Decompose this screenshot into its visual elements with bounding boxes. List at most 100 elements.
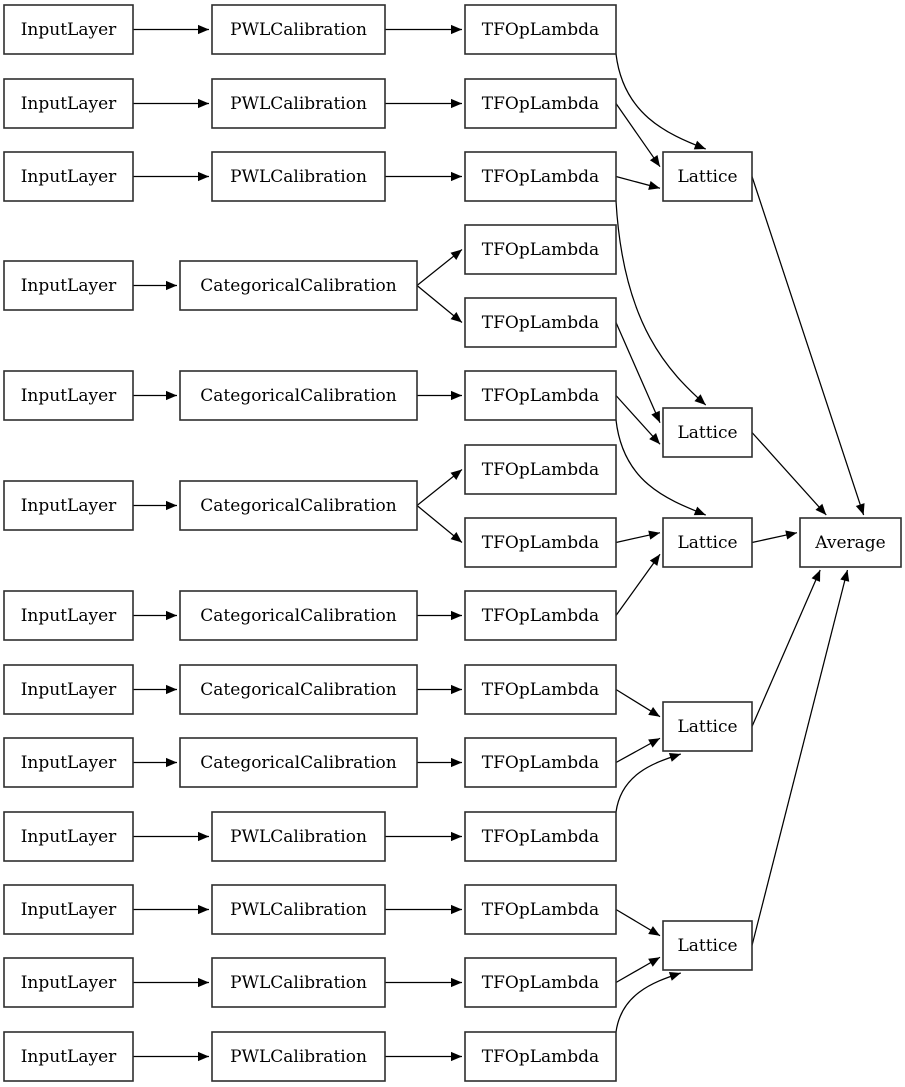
node-box[interactable] xyxy=(3,4,134,55)
graph-node-average[interactable]: Average xyxy=(799,517,902,568)
graph-node-pwlcalibration[interactable]: PWLCalibration xyxy=(211,4,386,55)
node-box[interactable] xyxy=(464,590,617,641)
graph-node-categoricalcalibration[interactable]: CategoricalCalibration xyxy=(179,737,418,788)
graph-node-inputlayer[interactable]: InputLayer xyxy=(3,737,134,788)
node-box[interactable] xyxy=(3,151,134,202)
graph-node-lattice[interactable]: Lattice xyxy=(662,407,753,458)
graph-node-tfoplambda[interactable]: TFOpLambda xyxy=(464,590,617,641)
node-box[interactable] xyxy=(3,1031,134,1082)
node-box[interactable] xyxy=(3,811,134,862)
graph-node-inputlayer[interactable]: InputLayer xyxy=(3,370,134,421)
graph-node-tfoplambda[interactable]: TFOpLambda xyxy=(464,811,617,862)
node-box[interactable] xyxy=(464,957,617,1008)
graph-node-tfoplambda[interactable]: TFOpLambda xyxy=(464,224,617,275)
graph-node-inputlayer[interactable]: InputLayer xyxy=(3,1031,134,1082)
node-box[interactable] xyxy=(464,151,617,202)
graph-node-categoricalcalibration[interactable]: CategoricalCalibration xyxy=(179,664,418,715)
graph-edge xyxy=(615,419,706,516)
graph-node-categoricalcalibration[interactable]: CategoricalCalibration xyxy=(179,260,418,311)
graph-node-inputlayer[interactable]: InputLayer xyxy=(3,260,134,311)
graph-node-pwlcalibration[interactable]: PWLCalibration xyxy=(211,1031,386,1082)
node-box[interactable] xyxy=(3,480,134,531)
graph-node-tfoplambda[interactable]: TFOpLambda xyxy=(464,737,617,788)
node-box[interactable] xyxy=(799,517,902,568)
graph-node-pwlcalibration[interactable]: PWLCalibration xyxy=(211,884,386,935)
graph-node-tfoplambda[interactable]: TFOpLambda xyxy=(464,297,617,348)
graph-node-lattice[interactable]: Lattice xyxy=(662,920,753,971)
graph-node-lattice[interactable]: Lattice xyxy=(662,151,753,202)
graph-node-categoricalcalibration[interactable]: CategoricalCalibration xyxy=(179,370,418,421)
graph-node-tfoplambda[interactable]: TFOpLambda xyxy=(464,957,617,1008)
node-box[interactable] xyxy=(464,737,617,788)
node-box[interactable] xyxy=(3,737,134,788)
graph-node-tfoplambda[interactable]: TFOpLambda xyxy=(464,664,617,715)
node-box[interactable] xyxy=(179,480,418,531)
graph-node-tfoplambda[interactable]: TFOpLambda xyxy=(464,78,617,129)
node-box[interactable] xyxy=(464,517,617,568)
node-box[interactable] xyxy=(3,370,134,421)
graph-node-pwlcalibration[interactable]: PWLCalibration xyxy=(211,811,386,862)
node-box[interactable] xyxy=(211,884,386,935)
node-box[interactable] xyxy=(211,151,386,202)
node-box[interactable] xyxy=(3,664,134,715)
node-box[interactable] xyxy=(211,811,386,862)
graph-node-pwlcalibration[interactable]: PWLCalibration xyxy=(211,957,386,1008)
node-box[interactable] xyxy=(211,1031,386,1082)
edge-line xyxy=(615,553,661,616)
node-box[interactable] xyxy=(662,920,753,971)
graph-node-tfoplambda[interactable]: TFOpLambda xyxy=(464,517,617,568)
node-box[interactable] xyxy=(179,590,418,641)
graph-node-categoricalcalibration[interactable]: CategoricalCalibration xyxy=(179,590,418,641)
node-box[interactable] xyxy=(179,260,418,311)
graph-node-lattice[interactable]: Lattice xyxy=(662,517,753,568)
node-box[interactable] xyxy=(464,1031,617,1082)
node-box[interactable] xyxy=(179,664,418,715)
graph-edge xyxy=(416,469,463,506)
node-box[interactable] xyxy=(662,701,753,752)
graph-node-inputlayer[interactable]: InputLayer xyxy=(3,957,134,1008)
graph-node-pwlcalibration[interactable]: PWLCalibration xyxy=(211,78,386,129)
graph-node-tfoplambda[interactable]: TFOpLambda xyxy=(464,370,617,421)
node-box[interactable] xyxy=(3,260,134,311)
graph-node-tfoplambda[interactable]: TFOpLambda xyxy=(464,884,617,935)
graph-node-inputlayer[interactable]: InputLayer xyxy=(3,151,134,202)
graph-node-categoricalcalibration[interactable]: CategoricalCalibration xyxy=(179,480,418,531)
graph-node-lattice[interactable]: Lattice xyxy=(662,701,753,752)
graph-node-tfoplambda[interactable]: TFOpLambda xyxy=(464,151,617,202)
node-box[interactable] xyxy=(464,811,617,862)
node-box[interactable] xyxy=(464,4,617,55)
node-box[interactable] xyxy=(3,884,134,935)
node-box[interactable] xyxy=(464,224,617,275)
graph-node-inputlayer[interactable]: InputLayer xyxy=(3,4,134,55)
node-box[interactable] xyxy=(464,78,617,129)
node-box[interactable] xyxy=(3,590,134,641)
node-box[interactable] xyxy=(211,4,386,55)
edge-arrowhead xyxy=(451,757,462,768)
node-box[interactable] xyxy=(3,957,134,1008)
node-box[interactable] xyxy=(464,297,617,348)
node-box[interactable] xyxy=(464,370,617,421)
graph-node-inputlayer[interactable]: InputLayer xyxy=(3,590,134,641)
node-box[interactable] xyxy=(662,517,753,568)
edge-arrowhead xyxy=(855,503,865,515)
graph-node-inputlayer[interactable]: InputLayer xyxy=(3,78,134,129)
node-box[interactable] xyxy=(464,444,617,495)
graph-node-pwlcalibration[interactable]: PWLCalibration xyxy=(211,151,386,202)
graph-node-inputlayer[interactable]: InputLayer xyxy=(3,664,134,715)
graph-node-inputlayer[interactable]: InputLayer xyxy=(3,811,134,862)
node-box[interactable] xyxy=(179,370,418,421)
graph-node-inputlayer[interactable]: InputLayer xyxy=(3,884,134,935)
graph-node-inputlayer[interactable]: InputLayer xyxy=(3,480,134,531)
node-box[interactable] xyxy=(3,78,134,129)
graph-node-tfoplambda[interactable]: TFOpLambda xyxy=(464,444,617,495)
node-box[interactable] xyxy=(211,957,386,1008)
node-box[interactable] xyxy=(464,884,617,935)
graph-node-tfoplambda[interactable]: TFOpLambda xyxy=(464,1031,617,1082)
graph-edge xyxy=(416,285,463,323)
graph-node-tfoplambda[interactable]: TFOpLambda xyxy=(464,4,617,55)
node-box[interactable] xyxy=(179,737,418,788)
node-box[interactable] xyxy=(662,151,753,202)
node-box[interactable] xyxy=(662,407,753,458)
node-box[interactable] xyxy=(211,78,386,129)
node-box[interactable] xyxy=(464,664,617,715)
